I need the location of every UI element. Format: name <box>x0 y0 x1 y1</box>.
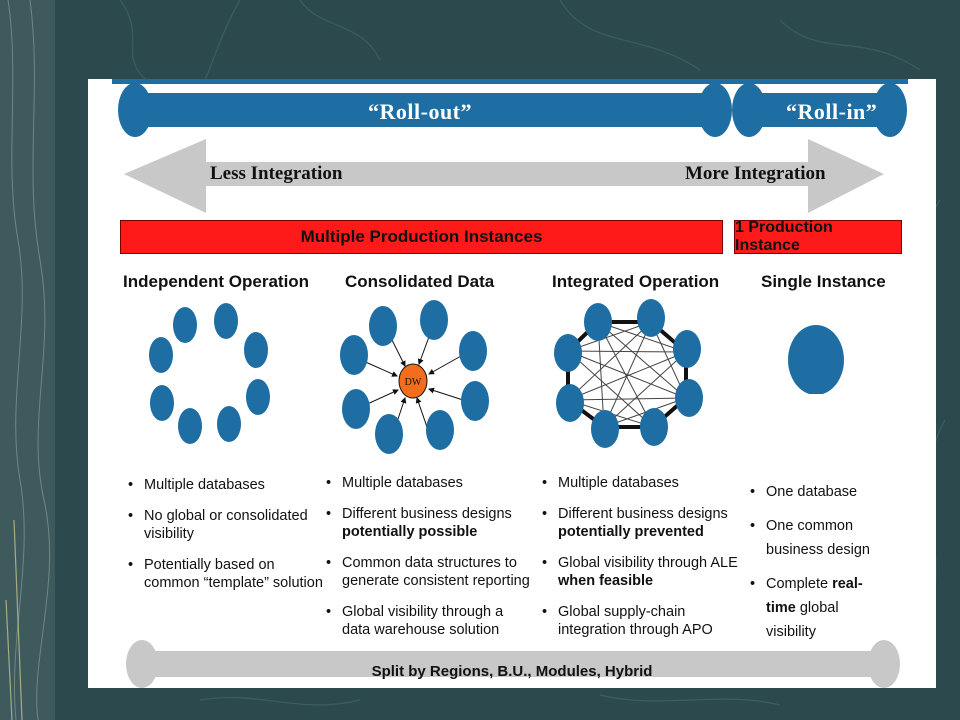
database-node <box>675 379 703 417</box>
integration-arrow <box>124 139 884 213</box>
single-instance-diagram <box>788 325 844 394</box>
database-node <box>246 379 270 415</box>
rollout-rollin-banners <box>118 83 907 137</box>
database-node <box>244 332 268 368</box>
database-node <box>150 385 174 421</box>
multiple-instances-label: Multiple Production Instances <box>300 227 543 246</box>
database-node <box>369 306 397 346</box>
database-node <box>591 410 619 448</box>
column-title-integrated: Integrated Operation <box>552 272 720 291</box>
database-node <box>149 337 173 373</box>
independent-operation-diagram <box>149 303 270 444</box>
bullet-item: No global or consolidated visibility <box>128 507 328 543</box>
bullets-single: One database One common business design … <box>750 480 890 657</box>
bullet-item: Potentially based on common “template” s… <box>128 556 328 592</box>
database-node <box>461 381 489 421</box>
data-warehouse-hub <box>398 363 428 399</box>
database-node <box>214 303 238 339</box>
data-warehouse-label: DW <box>405 377 422 388</box>
bullet-item: Multiple databases <box>128 476 328 494</box>
bullet-item: One database <box>750 480 890 504</box>
database-node <box>673 330 701 368</box>
database-node <box>788 325 844 394</box>
database-node <box>584 303 612 341</box>
column-title-single: Single Instance <box>761 272 886 291</box>
bullets-integrated: Multiple databases Different business de… <box>542 474 757 652</box>
bullet-item: Multiple databases <box>326 474 531 492</box>
less-integration-label: Less Integration <box>210 163 343 184</box>
integrated-operation-diagram <box>554 299 703 448</box>
database-node <box>420 300 448 340</box>
bullet-item: Global visibility through a data warehou… <box>326 603 531 639</box>
database-node <box>556 384 584 422</box>
rollout-label: “Roll-out” <box>368 99 472 124</box>
database-node <box>459 331 487 371</box>
rollin-label: “Roll-in” <box>786 99 878 124</box>
bullet-item: Global supply-chain integration through … <box>542 603 757 639</box>
consolidated-data-diagram: DW <box>340 300 489 454</box>
database-node <box>640 408 668 446</box>
bullet-item: One common business design <box>750 514 890 562</box>
database-node <box>426 410 454 450</box>
database-node <box>178 408 202 444</box>
bullets-consolidated: Multiple databases Different business de… <box>326 474 531 652</box>
column-title-independent: Independent Operation <box>123 272 310 291</box>
more-integration-label: More Integration <box>685 163 826 184</box>
multiple-instances-bar: Multiple Production Instances <box>120 220 723 254</box>
single-instance-label: 1 Production Instance <box>735 219 833 254</box>
database-node <box>554 334 582 372</box>
split-bar <box>126 640 900 688</box>
single-instance-bar: 1 Production Instance <box>734 219 902 254</box>
database-node <box>342 389 370 429</box>
bullets-independent: Multiple databases No global or consolid… <box>128 476 328 605</box>
database-node <box>340 335 368 375</box>
top-rule <box>112 79 908 84</box>
bullet-item: Multiple databases <box>542 474 757 492</box>
bullet-item: Complete real-time global visibility <box>750 572 890 644</box>
database-node <box>173 307 197 343</box>
database-node <box>375 414 403 454</box>
split-bar-label: Split by Regions, B.U., Modules, Hybrid <box>371 663 653 680</box>
column-title-consolidated: Consolidated Data <box>345 272 495 291</box>
bullet-item: Common data structures to generate consi… <box>326 554 531 590</box>
database-node <box>637 299 665 337</box>
slide-content: “Roll-out” “Roll-in” Less Integration Mo… <box>88 79 936 688</box>
database-node <box>217 406 241 442</box>
